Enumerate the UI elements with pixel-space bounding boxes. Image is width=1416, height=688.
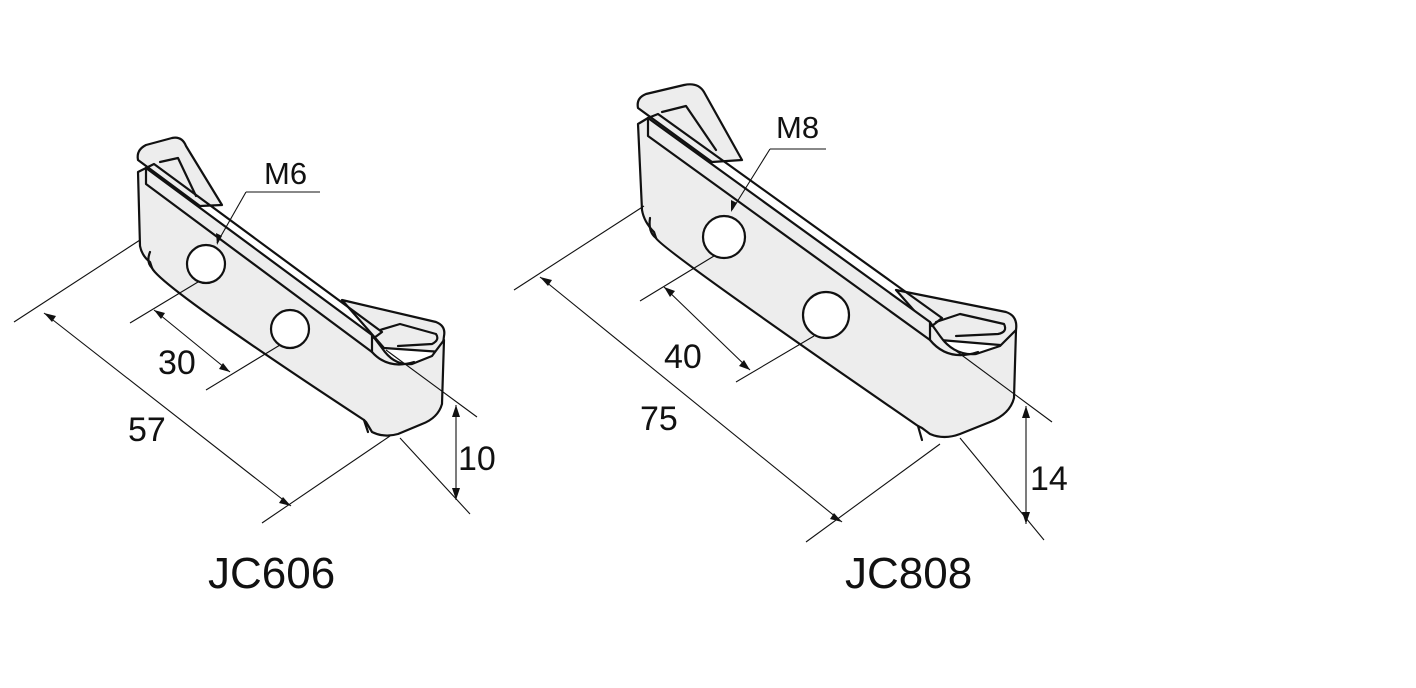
- jc808-hole-1: [701, 214, 747, 260]
- jc606-body: [136, 136, 446, 437]
- jc606-hole-1: [185, 243, 227, 285]
- jc606-hole-2: [269, 308, 311, 350]
- jc606-thread-callout: M6: [216, 156, 320, 245]
- jc808-height-label: 14: [1030, 460, 1068, 498]
- part-jc808: M8 75 40 14 JC808: [513, 83, 1068, 598]
- jc808-spacing-dimension: 40: [639, 255, 815, 383]
- jc808-hole-2: [801, 290, 851, 340]
- jc606-height-dimension: 10: [385, 349, 496, 515]
- jc606-length-dimension: 57: [13, 239, 391, 524]
- jc808-thread-callout: M8: [731, 110, 826, 212]
- jc808-length-label: 75: [640, 400, 678, 438]
- jc606-thread-label: M6: [264, 156, 307, 191]
- jc808-spacing-label: 40: [664, 338, 702, 376]
- jc606-height-label: 10: [458, 440, 496, 478]
- part-jc606: M6 57 30 10 JC606: [13, 136, 496, 598]
- jc808-length-dimension: 75: [513, 205, 941, 543]
- jc808-height-dimension: 14: [943, 341, 1068, 541]
- jc606-spacing-label: 30: [158, 344, 196, 382]
- jc808-thread-label: M8: [776, 110, 819, 145]
- jc808-body: [636, 83, 1018, 442]
- jc606-model-label: JC606: [208, 549, 335, 598]
- jc808-model-label: JC808: [845, 549, 972, 598]
- jc606-spacing-dimension: 30: [129, 281, 281, 391]
- jc606-length-label: 57: [128, 411, 166, 449]
